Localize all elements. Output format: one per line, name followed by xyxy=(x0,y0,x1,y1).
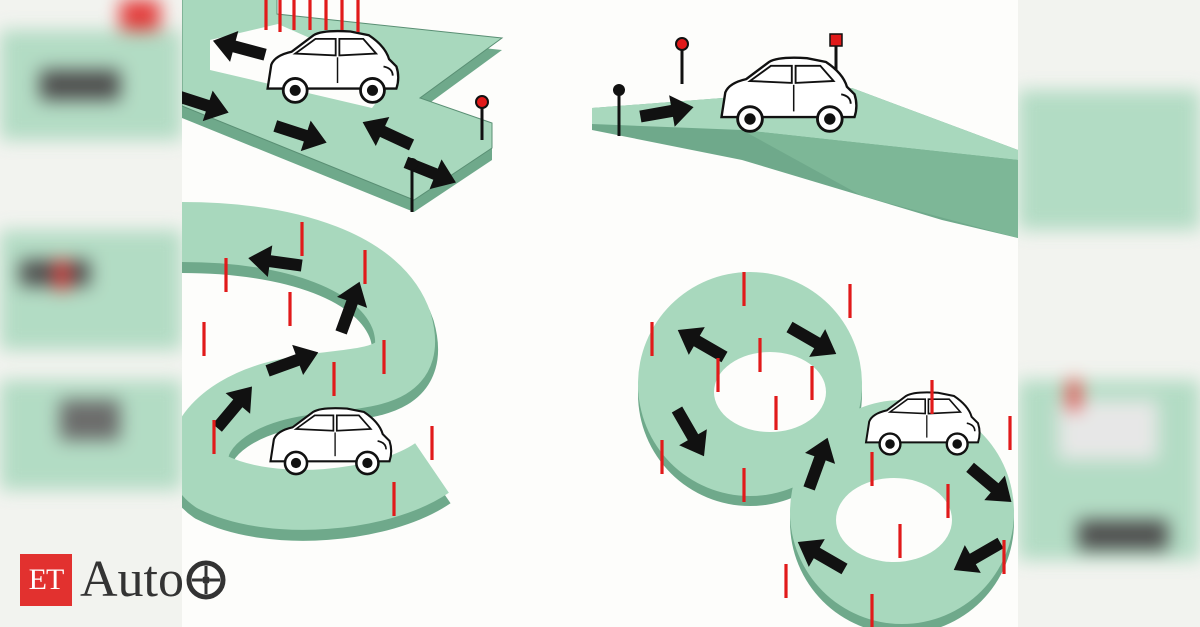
et-auto-logo: ET Auto xyxy=(20,552,226,608)
logo-wordmark: Auto xyxy=(80,554,226,606)
driving-test-track-illustration xyxy=(182,0,1018,627)
s-curve-track xyxy=(182,202,451,541)
wheel-icon xyxy=(186,560,226,600)
logo-badge: ET xyxy=(20,554,72,606)
blurred-left-panel xyxy=(0,0,182,627)
ramp-track xyxy=(592,33,1018,238)
logo-word-text: Auto xyxy=(80,551,184,608)
figure-eight-track xyxy=(638,272,1018,627)
blurred-background-art xyxy=(1018,90,1200,560)
blurred-right-panel xyxy=(1018,0,1200,627)
parking-track xyxy=(182,0,504,212)
track-scene xyxy=(182,0,1018,627)
blurred-background-art xyxy=(0,0,182,490)
